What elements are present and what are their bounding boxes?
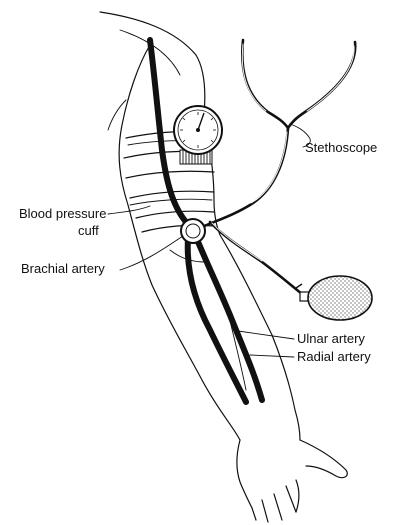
- stethoscope-label: Stethoscope: [305, 140, 377, 155]
- radial-artery-path: [188, 238, 246, 402]
- radial-leader: [250, 355, 294, 357]
- arm-outline-icon: [100, 12, 347, 522]
- inflation-bulb-icon: [210, 222, 372, 320]
- pressure-gauge-icon: [174, 106, 222, 154]
- labels: Stethoscope Blood pressure cuff Brachial…: [19, 140, 377, 364]
- brachial-artery-label: Brachial artery: [21, 261, 105, 276]
- cuff-label-line2: cuff: [78, 223, 99, 238]
- ulnar-leader: [238, 331, 294, 339]
- ulnar-artery-label: Ulnar artery: [297, 331, 365, 346]
- arteries: [150, 40, 262, 402]
- radial-artery-label: Radial artery: [297, 349, 371, 364]
- cuff-label-line1: Blood pressure: [19, 206, 106, 221]
